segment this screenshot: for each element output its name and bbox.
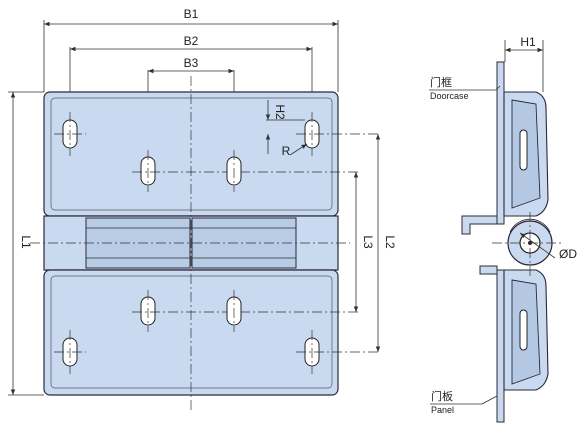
h1-label: H1	[520, 35, 536, 49]
doorcase-label-en: Doorcase	[430, 91, 469, 101]
b1-label: B1	[184, 7, 199, 21]
h2-label: H2	[273, 104, 287, 120]
panel-wall	[496, 269, 505, 423]
l1-label: L1	[19, 235, 33, 249]
panel-label-cn: 门板	[431, 389, 453, 403]
panel-label-en: Panel	[431, 405, 454, 415]
doorcase-label-cn: 门框	[430, 75, 452, 89]
diameter-label: ØD	[559, 247, 577, 261]
r-label: R	[282, 144, 291, 158]
b2-label: B2	[184, 34, 199, 48]
l3-label: L3	[361, 235, 375, 249]
front-view: B1 B2 B3 L1	[8, 7, 397, 410]
l2-label: L2	[383, 235, 397, 249]
b3-label: B3	[184, 56, 199, 70]
side-view: H1 ØD 门框 Doorcase 门板 P	[429, 35, 577, 423]
doorcase-wall	[496, 61, 505, 225]
